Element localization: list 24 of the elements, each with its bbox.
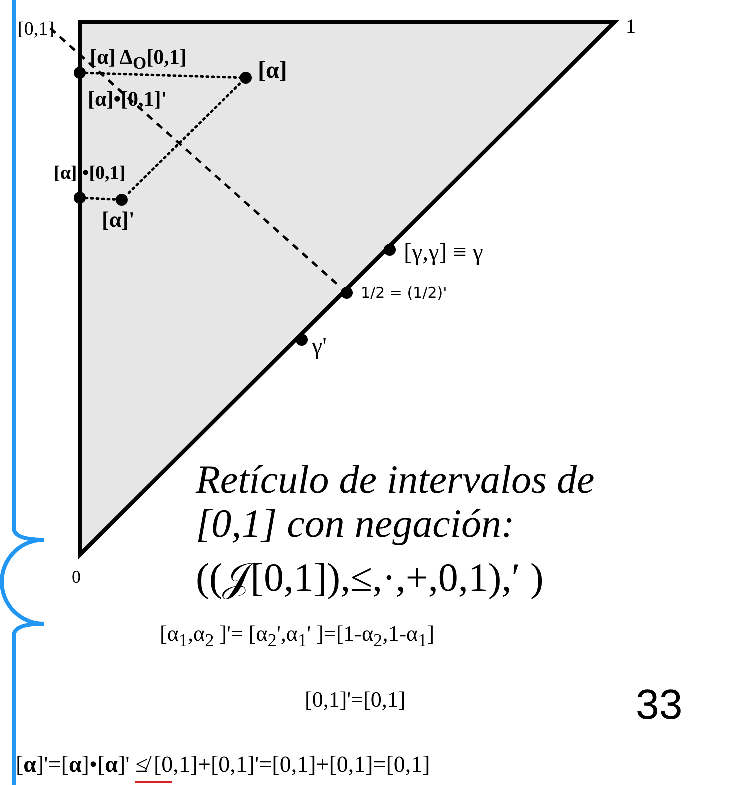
point-label: 1/2 = (1/2)' [361, 285, 448, 302]
corner-label: 1 [626, 16, 636, 38]
dotted-line [126, 82, 242, 196]
formula-text: [α]'=[α]•[α]' ≰ [0,1]+[0,1]'=[0,1]+[0,1]=[0,1] [16, 752, 430, 778]
point-label: [α]' [102, 208, 136, 232]
dotted-line [84, 197, 118, 201]
corner-label: 0 [72, 568, 81, 588]
point-dot [74, 67, 86, 79]
page-number: 33 [636, 682, 683, 728]
math-label: [α] Δ$_{O}$[0,1] [90, 46, 187, 74]
point-dot [384, 244, 396, 256]
formula-text: [0,1]'=[0,1] [305, 688, 406, 712]
point-dot [74, 192, 86, 204]
point-dot [296, 334, 308, 346]
formula-text: ((𝒥[0,1]),≤,·,+,0,1),′ ) [196, 556, 544, 600]
formula-text: [α$_{1}$,α$_{2}$ ]'= [α$_{2}$',α$_{1}$' ]=[1-α$_{2}$,1-α$_{1}$] [160, 622, 435, 651]
heading-text: Retículo de intervalos de [0,1] con negación: [196, 458, 596, 546]
point-dot [341, 287, 353, 299]
point-label: [α] [258, 58, 288, 84]
math-label: [α]•[0,1]' [88, 88, 168, 112]
point-label: γ' [312, 334, 327, 360]
dotted-line [84, 72, 242, 80]
point-label: [γ,γ] ≡ γ [404, 240, 484, 266]
corner-label: [0,1] [18, 20, 54, 41]
